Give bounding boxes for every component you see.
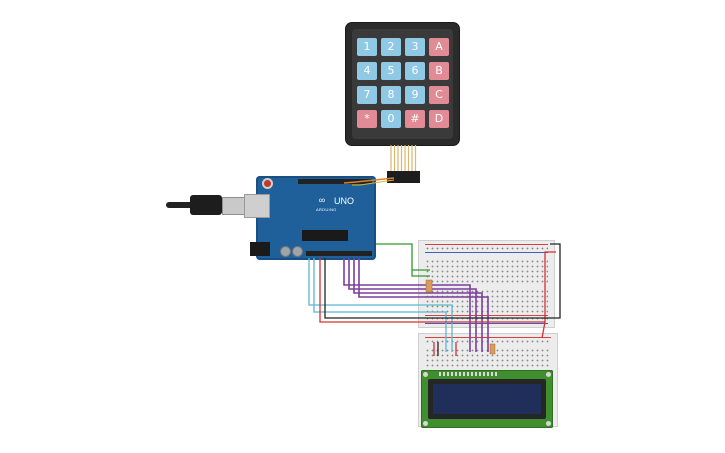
keypad-key-2[interactable]: 2 xyxy=(381,38,401,56)
keypad-ribbon-cable[interactable] xyxy=(387,145,420,183)
capacitor xyxy=(292,246,303,257)
keypad-key-6[interactable]: 6 xyxy=(405,62,425,80)
mounting-hole xyxy=(546,421,551,426)
keypad-key-7[interactable]: 7 xyxy=(357,86,377,104)
terminal-holes xyxy=(425,348,551,368)
terminal-holes-top xyxy=(425,259,548,283)
usb-port xyxy=(244,194,270,218)
breadboard-main[interactable] xyxy=(418,240,555,328)
analog-power-header xyxy=(306,251,372,256)
keypad-key-D[interactable]: D xyxy=(429,110,449,128)
mounting-hole xyxy=(423,372,428,377)
rail-holes xyxy=(425,246,548,252)
lcd-bezel xyxy=(428,379,546,419)
power-rail-negative xyxy=(425,252,548,253)
usb-plug[interactable] xyxy=(190,195,222,215)
terminal-holes-bottom xyxy=(425,289,548,313)
keypad-key-1[interactable]: 1 xyxy=(357,38,377,56)
arduino-uno-board[interactable]: ∞ UNO ARDUINO xyxy=(244,176,376,260)
keypad-key-#[interactable]: # xyxy=(405,110,425,128)
atmega-chip xyxy=(302,230,348,241)
rail-holes xyxy=(425,316,548,322)
power-rail-positive xyxy=(425,337,551,338)
rail-holes xyxy=(425,339,551,345)
keypad-key-B[interactable]: B xyxy=(429,62,449,80)
keypad-key-C[interactable]: C xyxy=(429,86,449,104)
power-rail-negative xyxy=(425,323,548,324)
power-jack xyxy=(250,242,270,256)
board-model-label: UNO xyxy=(334,196,354,206)
arduino-logo-icon: ∞ xyxy=(318,195,326,205)
capacitor xyxy=(280,246,291,257)
lcd-pin-header xyxy=(439,372,499,376)
lcd-screen xyxy=(433,384,541,414)
ribbon-connector xyxy=(387,171,420,183)
keypad-key-9[interactable]: 9 xyxy=(405,86,425,104)
mounting-hole xyxy=(546,372,551,377)
mounting-hole xyxy=(423,421,428,426)
keypad-key-0[interactable]: 0 xyxy=(381,110,401,128)
power-rail-positive xyxy=(425,244,548,245)
keypad-key-5[interactable]: 5 xyxy=(381,62,401,80)
keypad-key-3[interactable]: 3 xyxy=(405,38,425,56)
keypad-key-4[interactable]: 4 xyxy=(357,62,377,80)
board-brand-label: ARDUINO xyxy=(316,207,337,212)
keypad-key-*[interactable]: * xyxy=(357,110,377,128)
keypad-key-8[interactable]: 8 xyxy=(381,86,401,104)
keypad-key-A[interactable]: A xyxy=(429,38,449,56)
reset-button[interactable] xyxy=(264,180,271,187)
power-rail-positive xyxy=(425,315,548,316)
lcd-16x2[interactable] xyxy=(421,370,553,428)
digital-header xyxy=(298,179,372,184)
usb-plug-connector xyxy=(222,197,246,215)
